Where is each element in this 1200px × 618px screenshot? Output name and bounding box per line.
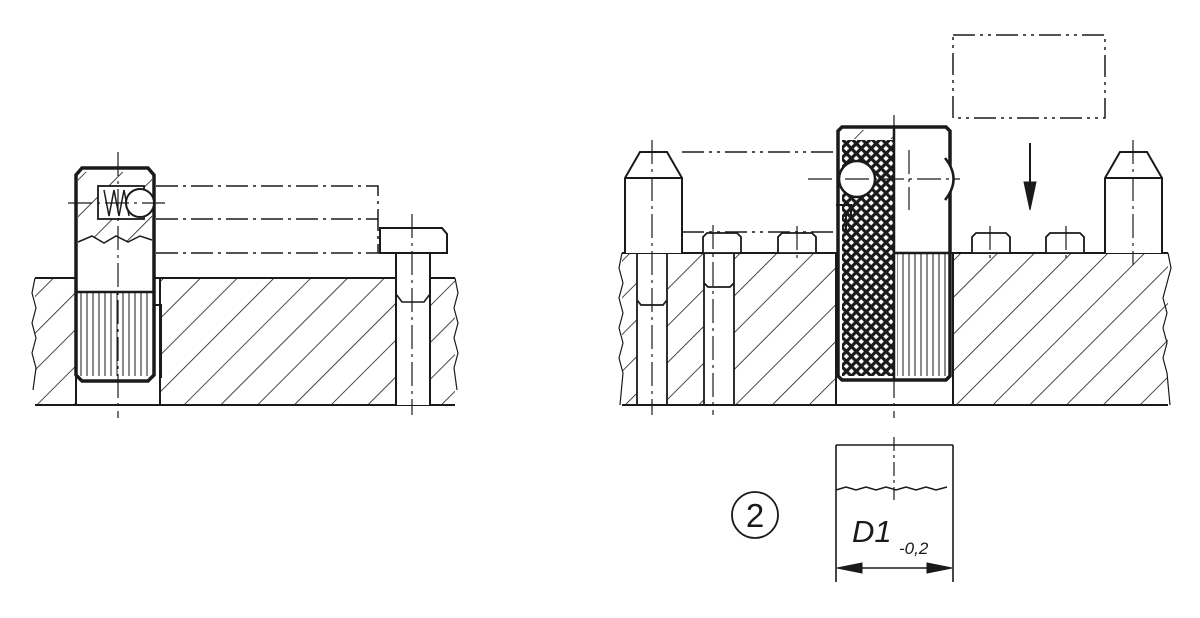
detail-2 [731,437,954,582]
knurl [897,253,947,376]
knurl [80,292,152,376]
phantom-fixture [952,34,1106,119]
left-view [31,152,459,418]
screw-head [379,227,448,254]
right-view [618,34,1172,418]
dimension-label: D1 [852,514,892,549]
dowel-pin-left [624,151,683,253]
callout-circle [731,491,779,539]
callout-number: 2 [746,497,764,534]
tolerance-label: -0,2 [899,539,929,558]
